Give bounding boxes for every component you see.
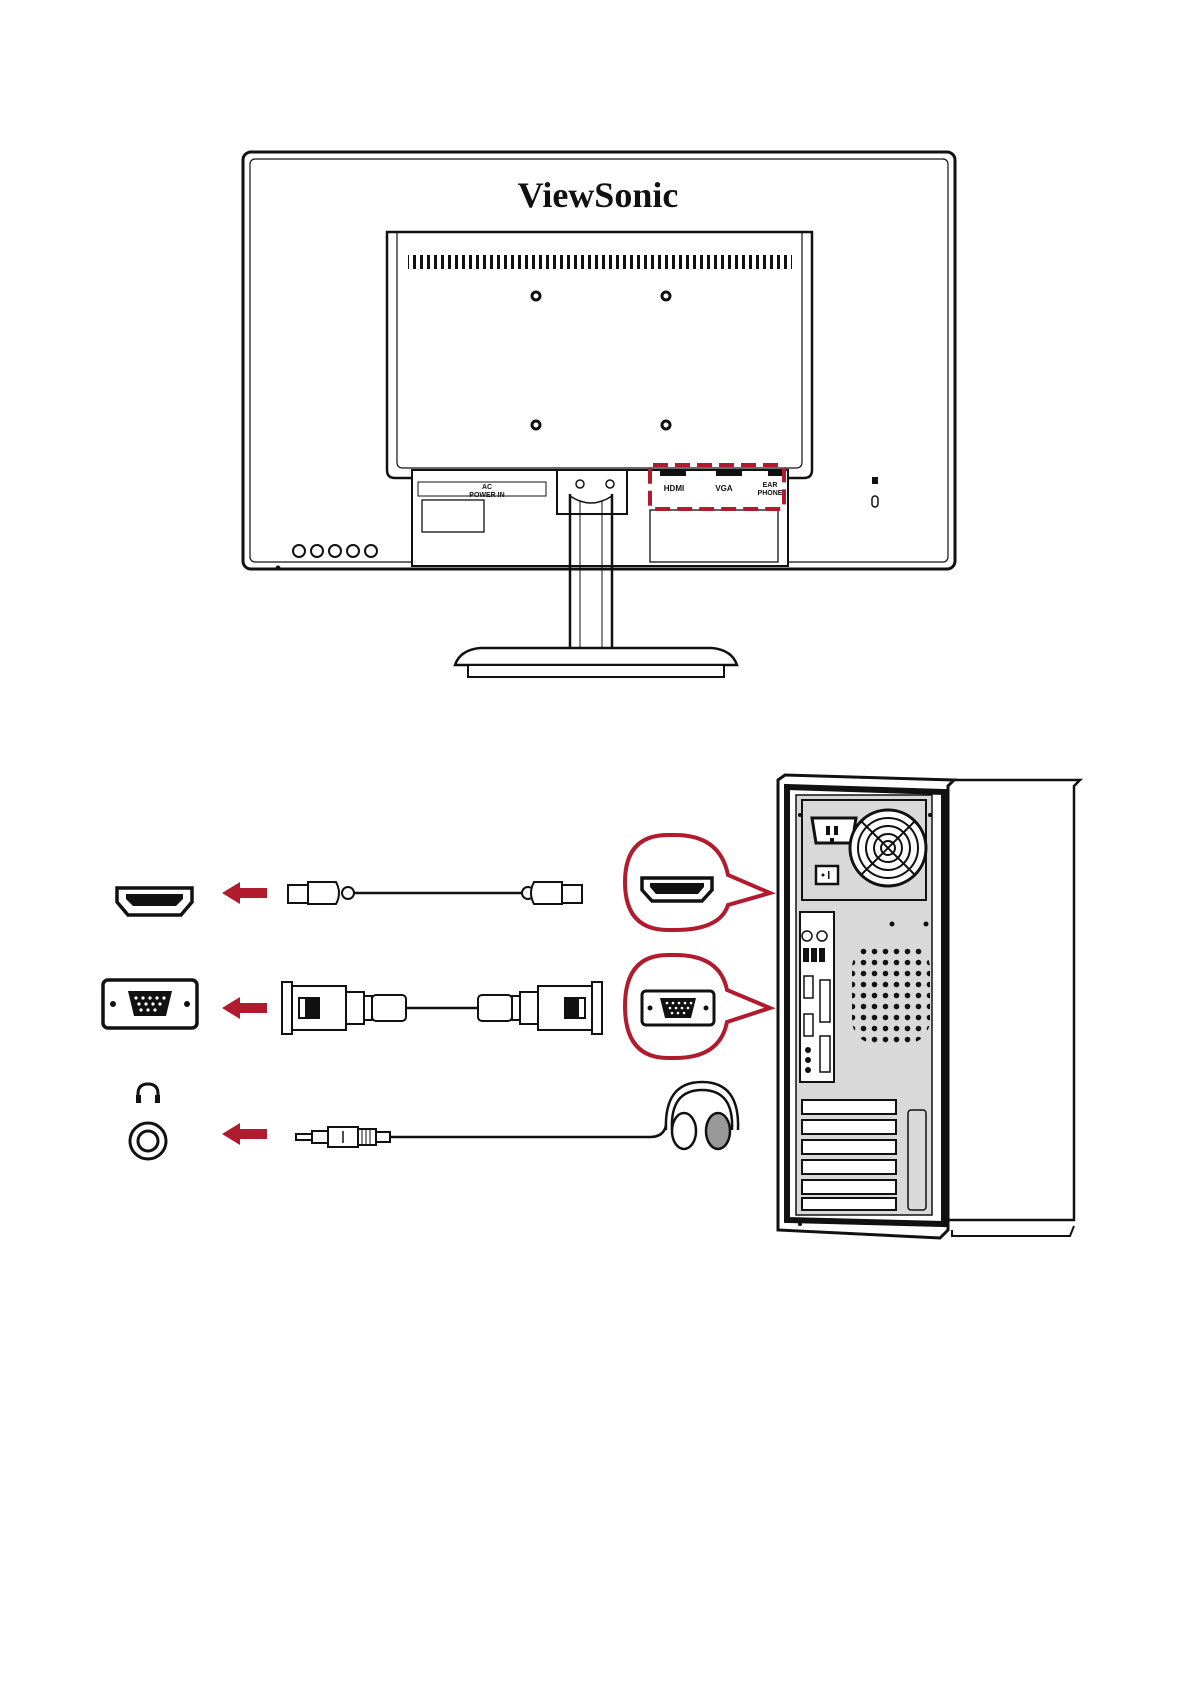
arrow-left-icon xyxy=(222,1123,267,1145)
power-in-label: AC xyxy=(482,484,492,491)
earphone-port-label: EAR xyxy=(763,482,778,489)
arrow-left-icon xyxy=(222,997,267,1019)
power-socket-icon xyxy=(812,818,856,843)
vga-callout xyxy=(625,955,770,1058)
hdmi-cable-icon xyxy=(288,882,582,904)
audio-cable-icon xyxy=(296,1125,666,1147)
headphone-jack-icon xyxy=(130,1123,166,1159)
power-in-label-2: POWER IN xyxy=(469,492,504,499)
headphone-icon xyxy=(136,1084,160,1103)
pc-tower-rear-view xyxy=(778,775,1080,1238)
headphones-icon xyxy=(666,1082,738,1149)
power-switch-icon xyxy=(816,866,838,884)
vga-cable-icon xyxy=(282,982,602,1034)
hdmi-port-label: HDMI xyxy=(664,484,684,493)
vga-port-icon xyxy=(103,980,197,1028)
brand-logo: ViewSonic xyxy=(518,175,679,215)
vga-connection-row xyxy=(103,955,770,1058)
fan-icon xyxy=(850,810,926,886)
earphone-port-label-2: PHONE xyxy=(758,490,783,497)
audio-connection-row xyxy=(130,1082,738,1159)
arrow-left-icon xyxy=(222,882,267,904)
ac-power-socket xyxy=(422,500,484,532)
monitor-rear-view: ViewSonic AC POWER IN xyxy=(243,152,955,677)
case-vent-grille xyxy=(852,944,930,1044)
hdmi-callout xyxy=(625,835,770,930)
monitor-vent-grille xyxy=(408,255,792,269)
hdmi-connection-row xyxy=(117,835,770,930)
vga-port-label: VGA xyxy=(715,484,733,493)
